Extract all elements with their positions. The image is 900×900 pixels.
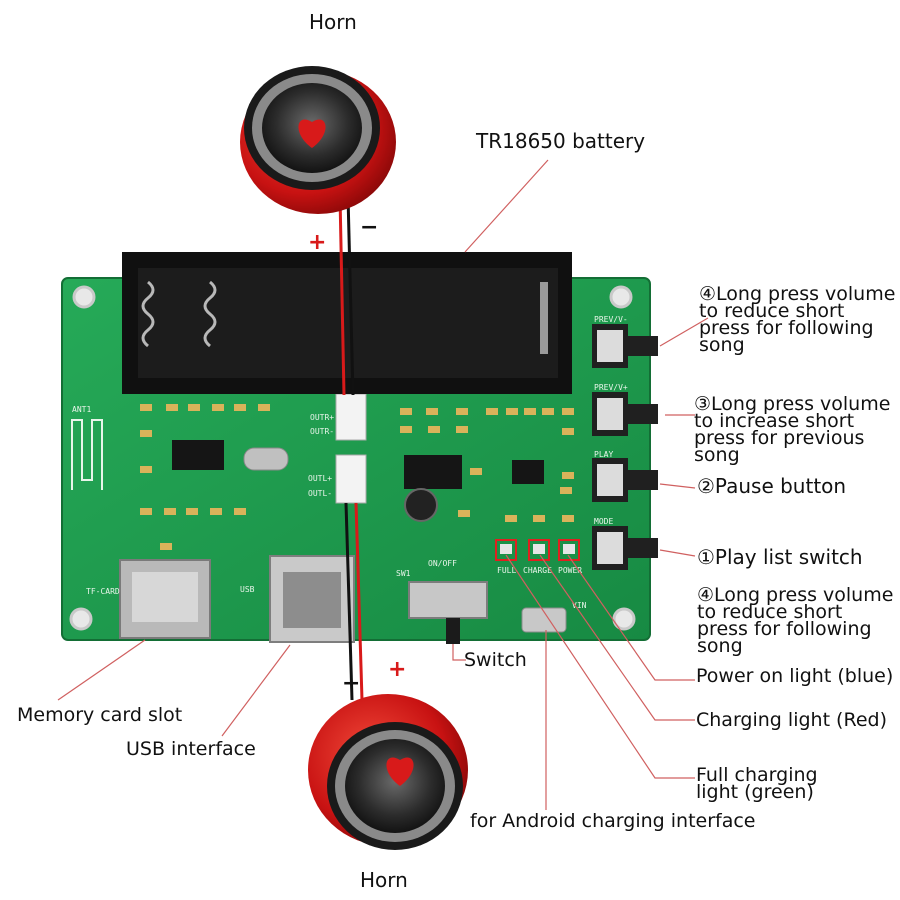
speaker-wires [338,195,364,701]
label-button4-bottom-line1: ④Long press volume [697,584,894,606]
silk-vin: VIN [572,601,587,610]
label-button3-line1: ③Long press volume [694,393,891,415]
label-button4-top-line2: to reduce short [699,300,845,322]
pcb-silkscreen: OUTR+ OUTR- OUTL+ OUTL- ON/OFF SW1 FULL … [72,315,628,610]
label-button3-line4: song [694,444,740,466]
label-memory-card-slot: Memory card slot [17,704,183,726]
silk-power: POWER [558,566,582,575]
marker-bottom-plus: + [388,657,406,682]
label-button4-bottom-line4: song [697,635,743,657]
label-button3-line3: press for previous [694,427,865,449]
speaker-bottom [308,694,468,850]
silk-full: FULL [497,566,516,575]
label-full-charging-line1: Full charging [696,764,818,786]
label-full-charging-line2: light (green) [696,781,814,803]
silk-charge: CHARGE [523,566,552,575]
silk-play: PLAY [594,450,613,459]
label-full-charging: Full charging light (green) [696,764,818,803]
silk-outl-plus: OUTL+ [308,474,332,483]
pcb-board [61,252,658,644]
label-horn-bottom: Horn [360,868,408,892]
silk-usb: USB [240,585,255,594]
label-button1: ①Play list switch [697,545,863,569]
label-usb-interface: USB interface [126,738,256,760]
label-charging-light: Charging light (Red) [696,709,887,731]
silk-sw1: SW1 [396,569,411,578]
marker-top-plus: + [308,230,326,255]
label-switch: Switch [464,649,527,671]
callout-lines [57,159,709,810]
silk-ant: ANT1 [72,405,91,414]
label-button4-top-line1: ④Long press volume [699,283,896,305]
label-power-light: Power on light (blue) [696,665,894,687]
marker-top-minus: − [360,215,378,240]
label-battery: TR18650 battery [476,129,646,153]
label-button4-bottom: ④Long press volume to reduce short press… [697,584,894,657]
marker-bottom-minus: − [342,671,360,696]
label-horn-top: Horn [309,10,357,34]
label-button3: ③Long press volume to increase short pre… [694,393,891,466]
label-button2: ②Pause button [697,474,847,498]
label-button4-bottom-line3: press for following [697,618,872,640]
silk-prev-minus: PREV/V- [594,315,628,324]
silk-mode: MODE [594,517,613,526]
silk-outl-minus: OUTL- [308,489,332,498]
led-highlight-boxes [495,539,580,561]
label-button3-line2: to increase short [694,410,855,432]
label-button4-top: ④Long press volume to reduce short press… [699,283,896,356]
label-button4-top-line4: song [699,334,745,356]
label-button4-bottom-line2: to reduce short [697,601,843,623]
speaker-top [240,66,396,214]
label-button4-top-line3: press for following [699,317,874,339]
silk-outr-plus: OUTR+ [310,413,334,422]
silk-prev-plus: PREV/V+ [594,383,628,392]
silk-outr-minus: OUTR- [310,427,334,436]
silk-tf-card: TF-CARD [86,587,120,596]
label-android-charging: for Android charging interface [470,810,756,832]
silk-on-off: ON/OFF [428,559,457,568]
